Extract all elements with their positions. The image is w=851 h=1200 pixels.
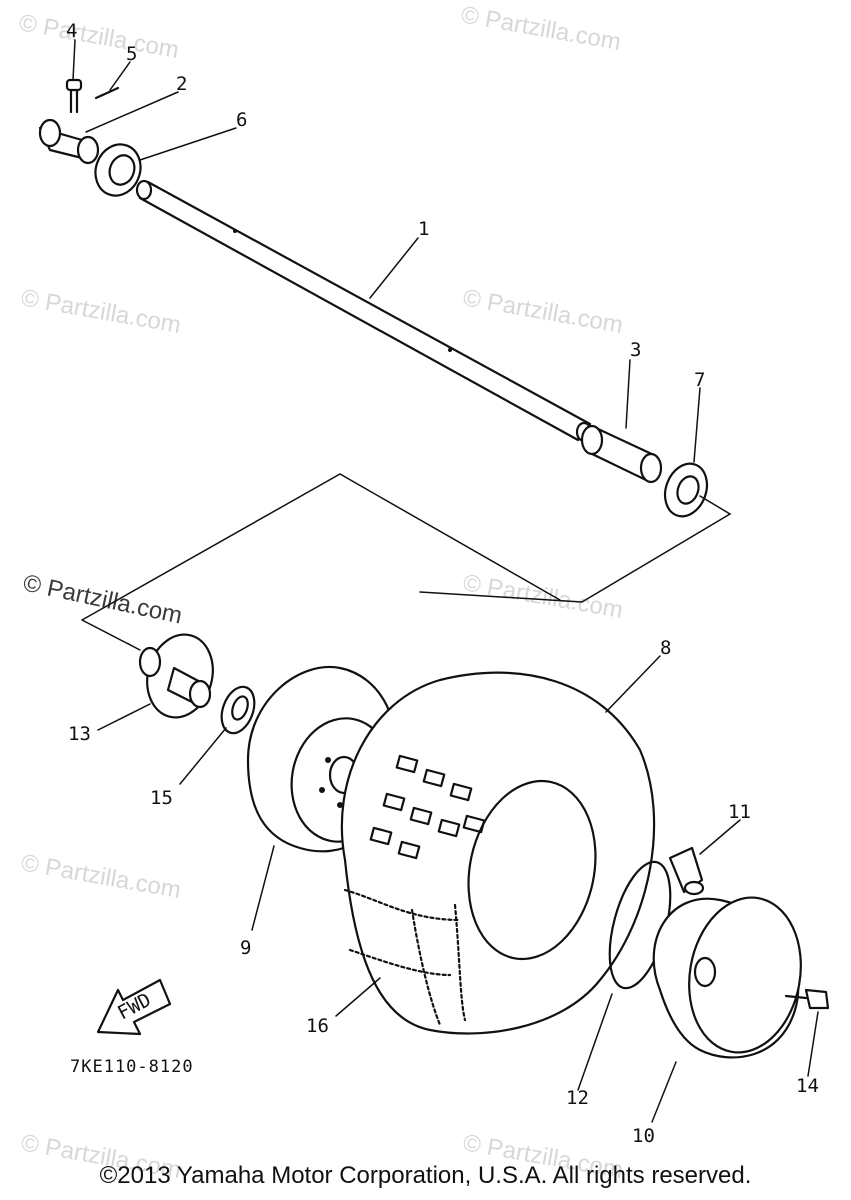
assembly-guide-lines [81,473,732,651]
watermark-dark: © Partzilla.com [21,569,185,629]
part-11-valve [668,846,705,896]
callout-2: 2 [176,73,187,95]
watermark-4: © Partzilla.com [461,284,625,339]
part-5-pin [94,86,120,100]
callout-14: 14 [796,1075,819,1097]
part-8-tire [340,671,656,1035]
leader-lines [72,39,819,1123]
part-10-rim-outer [652,896,802,1059]
callout-5: 5 [126,43,137,65]
part-15-seal [220,685,256,735]
part-13-hub [138,633,214,719]
drawing-code: 7KE110-8120 [70,1057,194,1077]
part-2-collar [38,118,100,165]
part-6-bearing [94,143,142,197]
callout-16: 16 [306,1015,329,1037]
callout-3: 3 [630,339,641,361]
callout-4: 4 [66,20,77,42]
part-4-bolt [65,78,83,114]
watermark-6: © Partzilla.com [19,849,183,904]
callout-11: 11 [728,801,751,823]
axle-assembly [38,78,709,518]
callout-1: 1 [418,218,429,240]
callout-9: 9 [240,937,251,959]
part-14-bolt [784,988,830,1010]
callout-7: 7 [694,369,705,391]
callout-10: 10 [632,1125,655,1147]
watermark-2: © Partzilla.com [459,1,623,56]
callout-12: 12 [566,1087,589,1109]
copyright-notice: ©2013 Yamaha Motor Corporation, U.S.A. A… [99,1162,752,1189]
part-7-bearing [663,462,709,518]
callout-8: 8 [660,637,671,659]
watermark-1: © Partzilla.com [17,9,181,64]
watermark-3: © Partzilla.com [19,284,183,339]
part-3-collar [580,424,663,484]
callout-13: 13 [68,723,91,745]
part-16-chain [343,888,467,1027]
callout-6: 6 [236,109,247,131]
callout-15: 15 [150,787,173,809]
fwd-arrow-icon: FWD [96,978,172,1036]
